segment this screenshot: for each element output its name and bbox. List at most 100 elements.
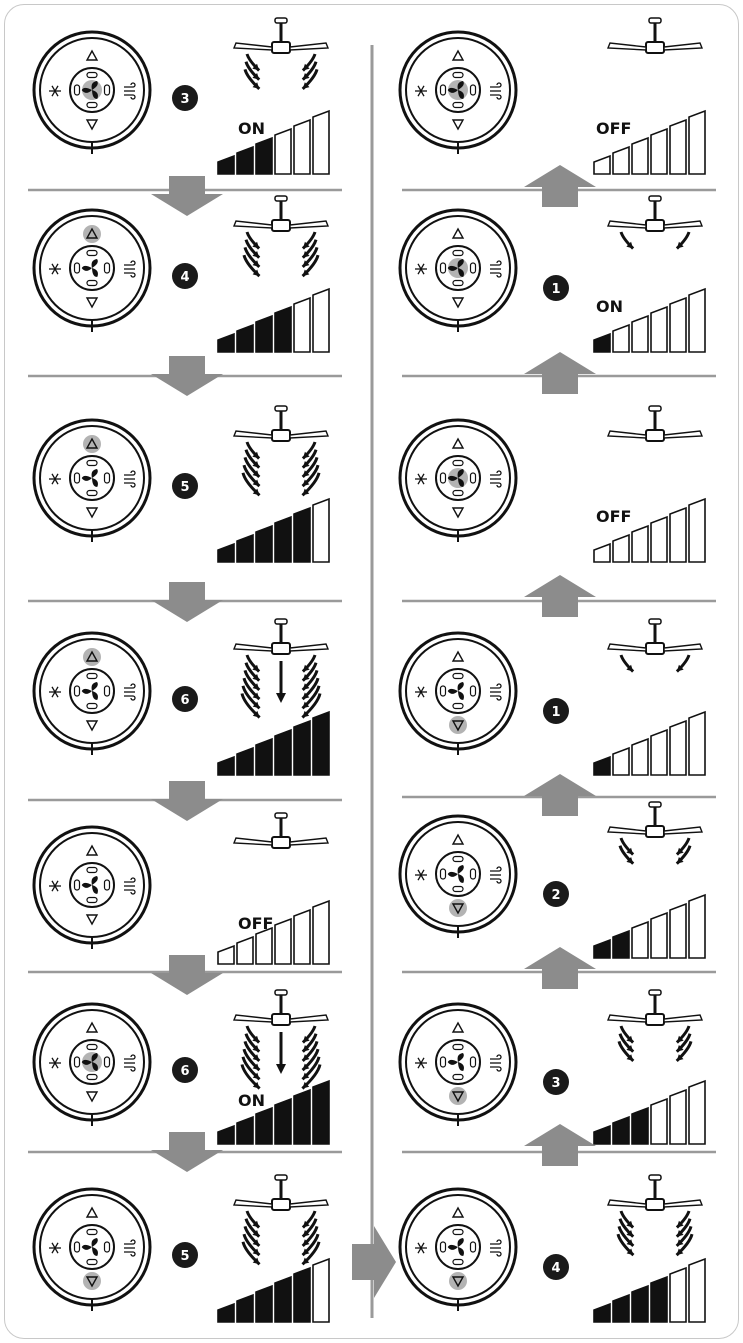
speed-badge-circle [543, 881, 569, 907]
level-bar-filled [217, 332, 235, 353]
snowflake-icon [415, 85, 427, 97]
fan-icon [81, 259, 98, 277]
level-bar-empty [631, 920, 649, 959]
control-pill [452, 672, 464, 680]
airflow-arrowhead [626, 664, 634, 672]
control-pill [86, 896, 98, 904]
level-bar-filled [274, 1275, 292, 1323]
airflow-arrowhead [252, 1081, 260, 1089]
control-pill [439, 1056, 447, 1068]
fan-icon [447, 81, 464, 99]
airflow-arrowhead [252, 674, 260, 681]
down-arrow-icon [85, 119, 99, 131]
level-bar-filled [255, 1284, 273, 1323]
speed-badge-label: 4 [180, 270, 189, 285]
airflow-arrowhead [302, 451, 310, 459]
down-block-arrow [151, 781, 223, 821]
snowflake-icon [415, 1057, 427, 1069]
down-arrow-icon [85, 507, 99, 519]
control-pill [86, 489, 98, 497]
airflow-arrowhead [302, 692, 310, 700]
control-pill [469, 472, 477, 484]
speed-level-bars [593, 893, 706, 959]
airflow-arrowhead [252, 461, 260, 468]
speed-badge-label: 5 [180, 1249, 189, 1264]
ceiling-fan-icon [232, 405, 330, 442]
fan-icon [81, 81, 98, 99]
level-bar-empty [612, 533, 630, 563]
wind-icon [124, 683, 136, 701]
level-bar-filled [593, 938, 611, 959]
level-bar-empty [593, 542, 611, 563]
down-arrow-icon [451, 903, 465, 915]
airflow-arrowhead [252, 251, 260, 258]
up-arrow-icon [451, 49, 465, 61]
ceiling-fan-icon [232, 812, 330, 849]
up-arrow-icon [451, 650, 465, 662]
ceiling-fan-icon [606, 989, 704, 1026]
up-arrow-icon [85, 650, 99, 662]
control-ring [69, 1039, 115, 1085]
airflow-arrowhead [252, 1045, 260, 1052]
airflow-arrowhead [252, 63, 260, 71]
level-bar-filled [217, 1124, 235, 1145]
step-panel: 1 [398, 618, 706, 776]
control-pill [452, 702, 464, 710]
snowflake-icon [49, 1057, 61, 1069]
speed-level-bars [217, 497, 330, 563]
level-bar-empty [631, 524, 649, 563]
snowflake-icon [49, 686, 61, 698]
airflow-arrowhead [302, 1063, 310, 1071]
control-pill [86, 1228, 98, 1236]
airflow-arrowhead [252, 683, 260, 690]
speed-badge-label: 1 [551, 282, 560, 297]
level-bar-filled [612, 1293, 630, 1323]
control-pill [469, 262, 477, 274]
speed-level-bars [217, 287, 330, 353]
speed-level-bars [593, 1257, 706, 1323]
speed-badge-label: 6 [180, 693, 189, 708]
airflow-arrowhead [302, 674, 310, 681]
level-bar-empty [274, 917, 292, 965]
ceiling-fan-icon [606, 801, 704, 838]
level-bar-empty [612, 746, 630, 776]
level-bar-filled [293, 1266, 311, 1323]
control-ring [435, 67, 481, 113]
level-bar-filled [293, 506, 311, 563]
up-arrow-icon [451, 1206, 465, 1218]
level-bar-filled [593, 755, 611, 776]
control-pill [73, 262, 81, 274]
remote-control [32, 631, 152, 755]
level-bar-empty [274, 127, 292, 175]
control-ring [435, 245, 481, 291]
airflow-arrows [241, 1210, 321, 1266]
control-pill [86, 702, 98, 710]
power-state-label: OFF [238, 914, 273, 933]
airflow-arrowhead [252, 710, 260, 718]
speed-badge-circle [172, 85, 198, 111]
speed-badge: 3 [543, 1069, 569, 1095]
wind-icon [124, 877, 136, 895]
level-bar-empty [650, 127, 668, 175]
airflow-arrowhead [302, 63, 310, 71]
fan-icon [447, 469, 464, 487]
airflow-arrowhead [252, 1054, 260, 1061]
control-pill [452, 855, 464, 863]
airflow-arrowhead [252, 1230, 260, 1237]
airflow-arrowhead [252, 82, 260, 89]
snowflake-icon [49, 263, 61, 275]
speed-badge: 6 [172, 1057, 198, 1083]
fan-icon [447, 259, 464, 277]
speed-badge-circle [172, 1242, 198, 1268]
speed-level-bars [217, 1079, 330, 1145]
up-arrow-icon [451, 437, 465, 449]
speed-level-bars [217, 1257, 330, 1323]
level-bar-empty [236, 935, 254, 965]
airflow-arrowhead [676, 847, 684, 855]
step-panel: 6ON [32, 989, 330, 1145]
airflow-arrowhead [302, 710, 310, 718]
airflow-arrowhead [676, 857, 684, 864]
airflow-arrowhead [252, 260, 260, 267]
snowflake-icon [49, 85, 61, 97]
control-ring [69, 1224, 115, 1270]
